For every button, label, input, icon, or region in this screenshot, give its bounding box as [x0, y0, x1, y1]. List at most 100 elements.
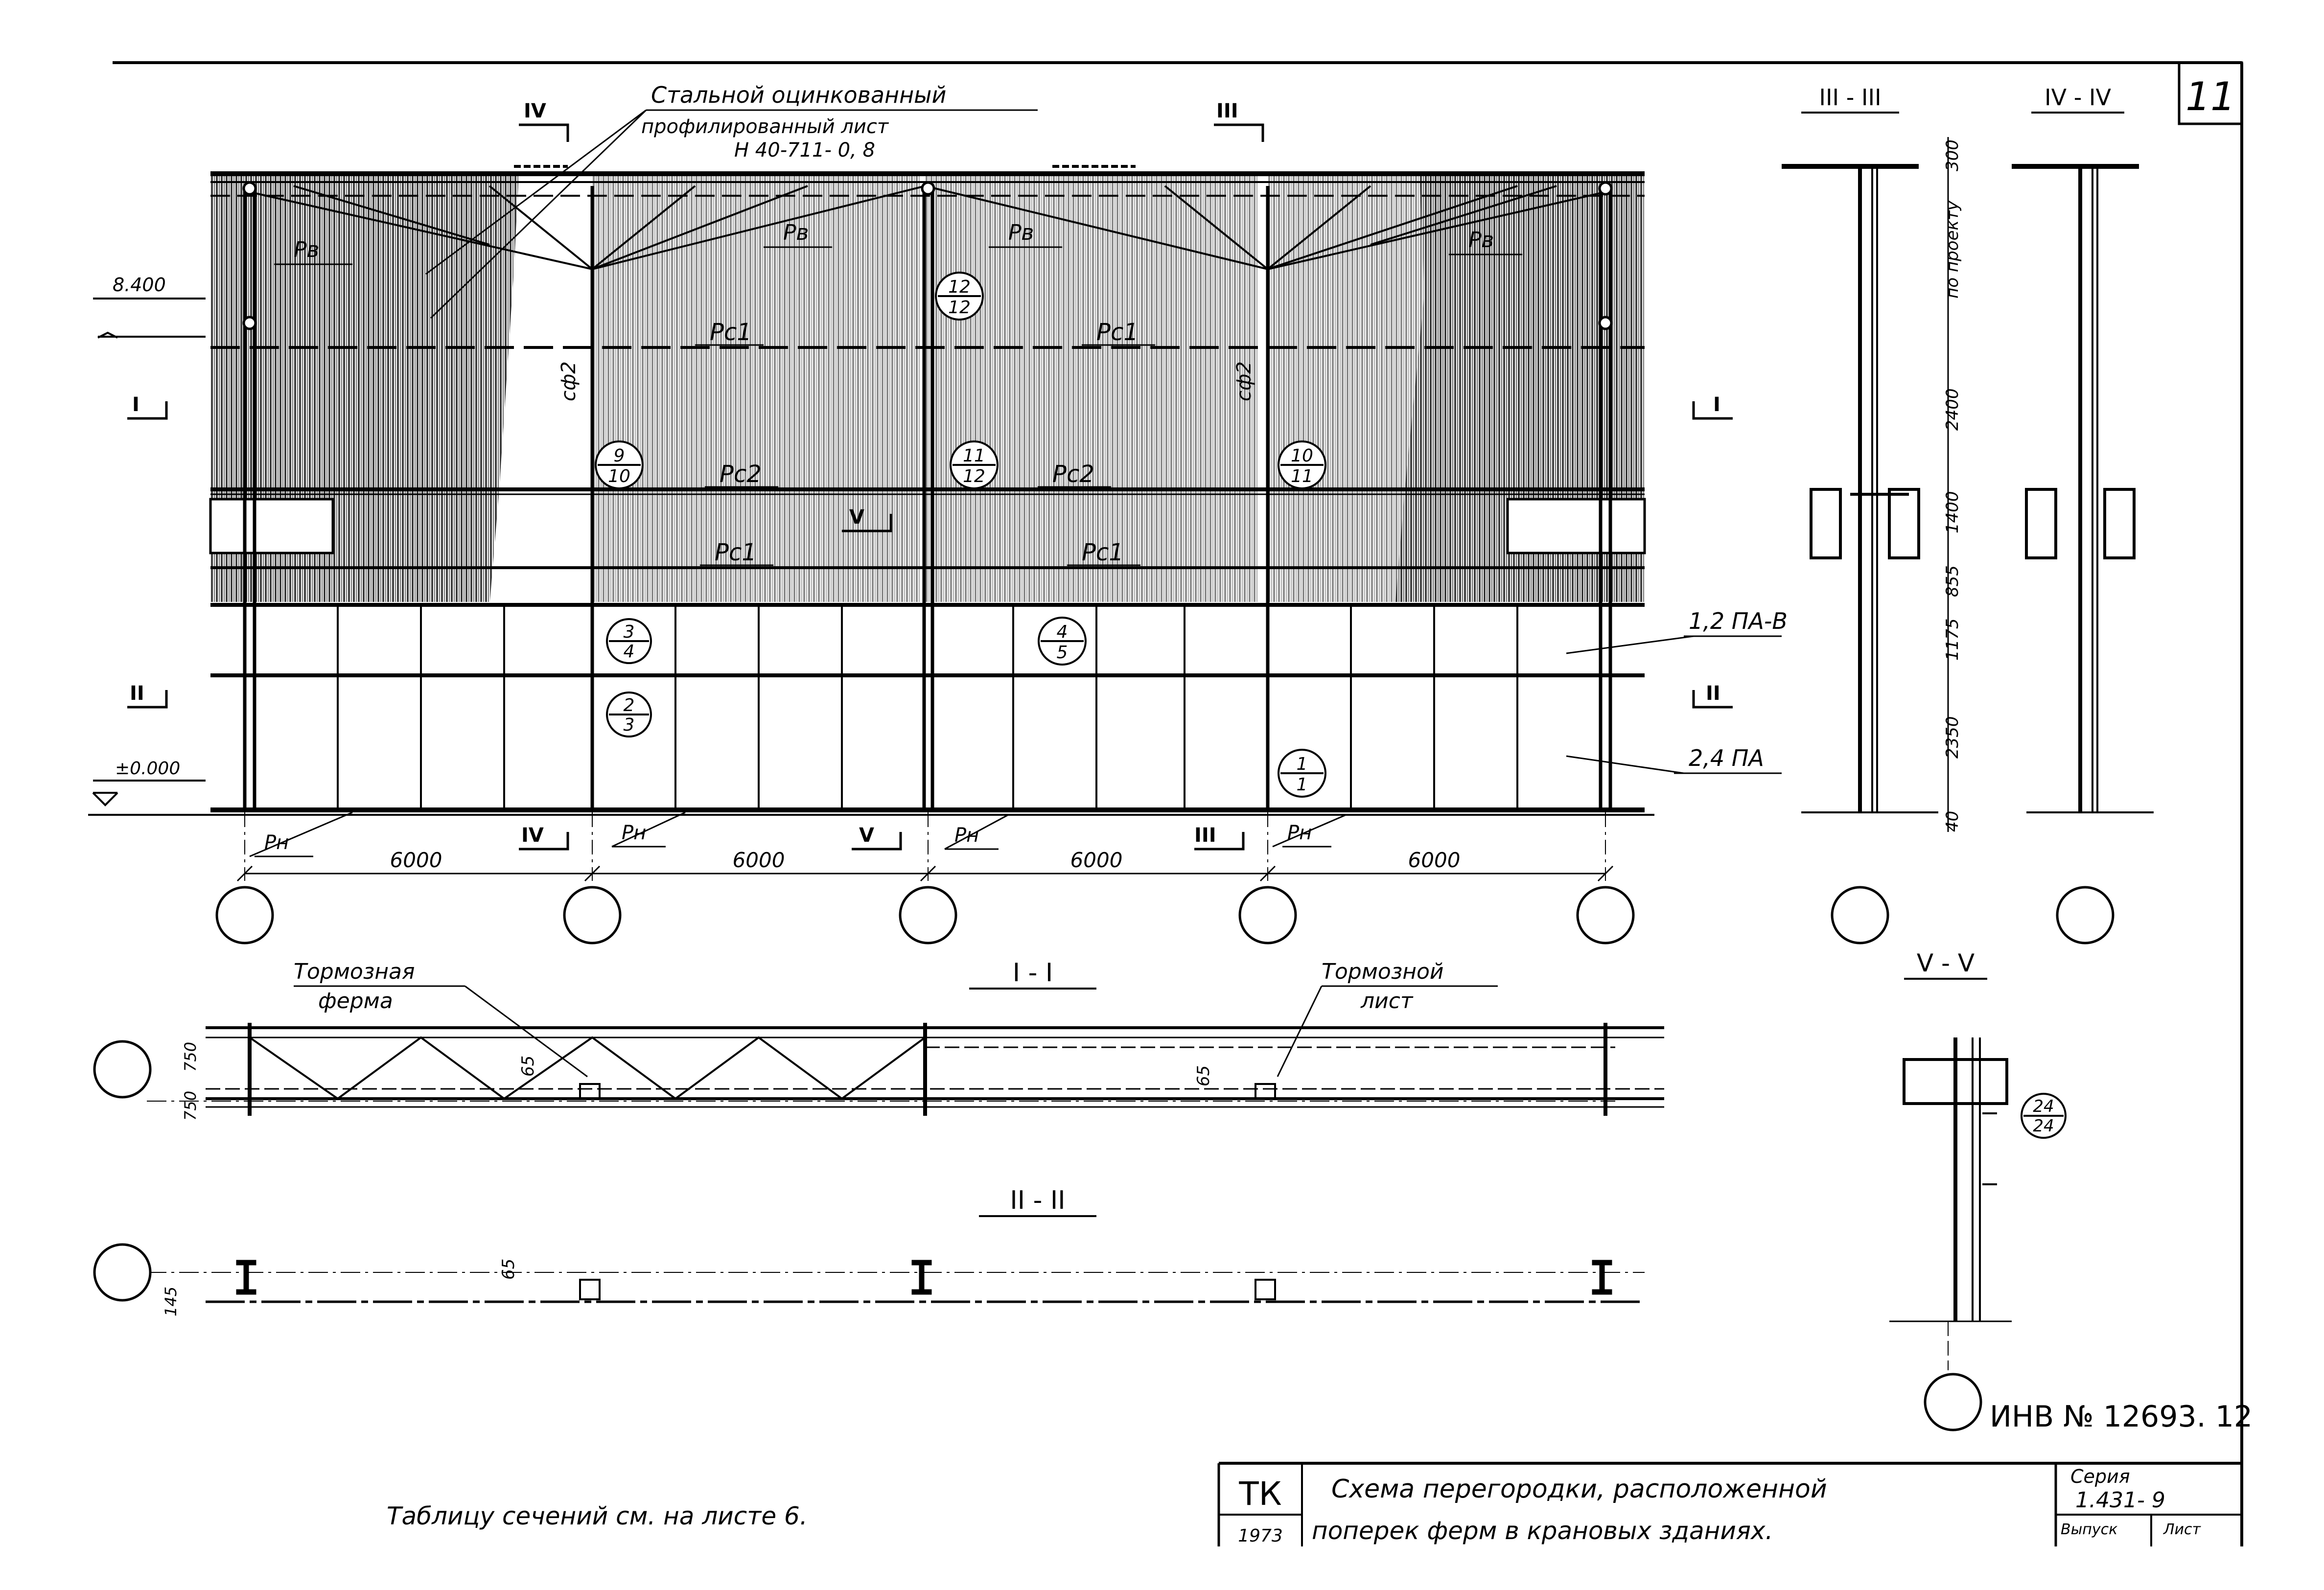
column-head-circles — [242, 181, 1613, 330]
axis-bubble-section-V — [1924, 1373, 1982, 1431]
section-III-III: III - III 300 по проекту 2400 1400 855 1… — [1782, 84, 1962, 945]
node-3-top: 11 — [963, 446, 985, 466]
node-7-bottom: 3 — [624, 715, 635, 735]
node-bubbles — [595, 272, 1326, 798]
section-I-I-title: I - I — [1013, 958, 1053, 988]
elevation-view: 8.400 ±0.000 Стальной оцинкованный профи… — [88, 82, 1788, 945]
axis-bubble-section-III — [1831, 886, 1889, 945]
node-2-top: 9 — [614, 446, 625, 466]
steel-sheet-line1: Стальной оцинкованный — [651, 82, 946, 108]
label-pv-1: Рв — [294, 237, 319, 262]
node-1-top: 12 — [948, 277, 971, 297]
span-dim-4: 6000 — [1408, 848, 1461, 872]
node-8-top: 1 — [1297, 754, 1308, 774]
elevation-mark-zero — [92, 780, 206, 807]
label-pa-b: 1,2 ПА-В — [1689, 608, 1788, 634]
issue-label: Выпуск — [2061, 1521, 2117, 1538]
cut-IV-bottom: IV — [521, 824, 544, 847]
node-24-top: 24 — [2033, 1097, 2054, 1116]
series-value: 1.431- 9 — [2075, 1488, 2165, 1513]
pn-leaders — [249, 811, 1347, 857]
section-IV-IV: IV - IV — [2012, 84, 2154, 945]
cut-II-right: II — [1706, 682, 1720, 705]
label-pn-1: Рн — [264, 831, 289, 854]
columns — [243, 186, 1612, 812]
section-II-II-title: II - II — [1010, 1186, 1065, 1215]
sheet-number: 11 — [2185, 74, 2235, 119]
cut-V-mid: V — [849, 506, 864, 529]
series-label: Серия — [2070, 1466, 2130, 1487]
vdim-2350: 2350 — [1943, 716, 1962, 759]
node-4-top: 10 — [1291, 446, 1313, 466]
node-6-bottom: 5 — [1057, 643, 1068, 663]
node-24-bottom: 24 — [2033, 1116, 2054, 1136]
label-pc2-1: Рс2 — [720, 461, 762, 488]
inventory-number: ИНВ № 12693. 12 — [1990, 1400, 2253, 1434]
sections-note: Таблицу сечений см. на листе 6. — [387, 1502, 808, 1530]
vdim-1175: 1175 — [1943, 618, 1962, 661]
elevation-mark-top — [93, 298, 206, 339]
dim-750-b: 750 — [181, 1091, 200, 1121]
label-pn-2: Рн — [622, 822, 646, 844]
label-pv-3: Рв — [1008, 220, 1034, 245]
steel-sheet-callout — [425, 109, 1038, 319]
axis-bubbles — [215, 886, 1635, 945]
rail-label-leaders — [274, 246, 1522, 566]
node-5-top: 3 — [624, 622, 635, 642]
label-pc1-2: Рс1 — [1096, 319, 1139, 346]
title-code: ТК — [1238, 1475, 1281, 1513]
node-texts: 12 12 9 10 11 12 10 11 3 4 4 5 2 3 1 1 — [608, 277, 1313, 795]
steel-sheet-line2: профилированный лист — [641, 115, 889, 138]
section-III-III-title: III - III — [1819, 84, 1881, 111]
sheet-frame — [113, 61, 2243, 1546]
sheet-label: Лист — [2163, 1521, 2202, 1538]
cladding-hatch — [210, 174, 1645, 607]
span-dim-1: 6000 — [390, 848, 442, 872]
section-V-V-title: V - V — [1917, 949, 1975, 977]
title-line2: поперек ферм в крановых зданиях. — [1312, 1517, 1773, 1545]
dim-145: 145 — [162, 1287, 180, 1316]
vdim-proekt: по проекту — [1943, 200, 1962, 299]
dim-65-c: 65 — [499, 1259, 518, 1280]
section-IV-IV-title: IV - IV — [2045, 84, 2111, 111]
panel-leaders — [1566, 635, 1782, 774]
vertical-dim-texts: 300 по проекту 2400 1400 855 1175 2350 4… — [1943, 139, 1962, 832]
title-year: 1973 — [1238, 1526, 1283, 1546]
panel-grid — [337, 605, 1518, 810]
label-pn-4: Рн — [1287, 822, 1312, 844]
cut-IV-top: IV — [524, 100, 546, 122]
title-block — [1217, 1462, 2242, 1546]
rails — [88, 346, 1654, 816]
cut-marker-lines — [127, 123, 1733, 851]
label-pv-4: Рв — [1468, 228, 1494, 253]
node-3-bottom: 12 — [963, 466, 985, 486]
axis-bubble-section-I — [93, 1040, 152, 1099]
brake-sheet-callout — [1277, 985, 1498, 1077]
brake-sheet-line1: Тормозной — [1322, 959, 1444, 984]
brake-truss-callout — [294, 985, 588, 1078]
node-8-bottom: 1 — [1297, 775, 1308, 795]
vdim-40: 40 — [1943, 811, 1962, 832]
steel-sheet-line3: Н 40-711- 0, 8 — [734, 139, 875, 161]
vdim-300: 300 — [1943, 139, 1962, 171]
axis-lines — [244, 812, 1606, 881]
node-4-bottom: 11 — [1291, 466, 1313, 486]
node-2-bottom: 10 — [608, 466, 630, 486]
crane-girders — [209, 498, 1646, 554]
axis-bubble-section-IV — [2056, 886, 2115, 945]
vdim-1400: 1400 — [1943, 491, 1962, 533]
cut-I-left: I — [132, 393, 139, 416]
label-pc1-4: Рс1 — [1082, 539, 1124, 566]
vdim-855: 855 — [1943, 565, 1962, 597]
panel-zone — [210, 602, 1645, 812]
cut-III-bottom: III — [1194, 824, 1216, 847]
label-sf2-1: сф2 — [558, 361, 580, 401]
cut-II-left: II — [130, 682, 144, 705]
label-sf2-2: сф2 — [1233, 361, 1255, 401]
span-dim-3: 6000 — [1070, 848, 1123, 872]
label-pc2-2: Рс2 — [1052, 461, 1094, 488]
brake-truss-line1: Тормозная — [294, 959, 415, 984]
cut-I-right: I — [1713, 393, 1720, 416]
cut-III-top: III — [1216, 100, 1238, 122]
